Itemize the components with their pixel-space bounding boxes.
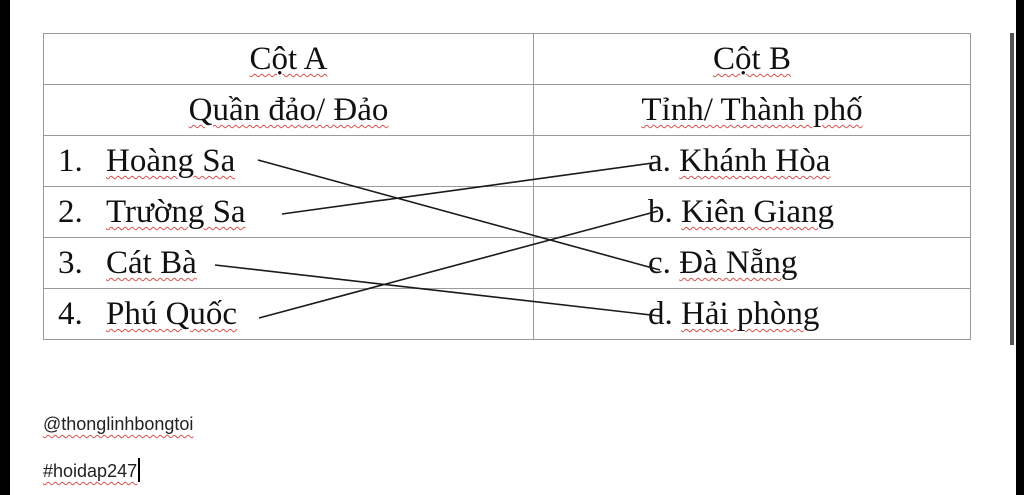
province-name: Đà Nẵng — [679, 245, 798, 281]
table-row: 4. Phú Quốc d. Hải phòng — [43, 288, 971, 340]
item-letter: a. — [648, 143, 671, 179]
item-number: 3. — [58, 245, 83, 281]
province-cell: c. Đà Nẵng — [533, 237, 971, 289]
hashtag-line[interactable]: #hoidap247 — [43, 458, 140, 482]
subheader-row: Quần đảo/ Đảo Tỉnh/ Thành phố — [43, 84, 971, 136]
subheader-col-b: Tỉnh/ Thành phố — [533, 84, 971, 136]
item-letter: c. — [648, 245, 671, 281]
province-cell: a. Khánh Hòa — [533, 135, 971, 187]
header-col-a: Cột A — [43, 33, 534, 85]
header-row: Cột A Cột B — [43, 33, 971, 85]
text-caret — [138, 458, 140, 482]
table-right-border — [1010, 33, 1014, 345]
island-cell: 4. Phú Quốc — [43, 288, 534, 340]
province-cell: d. Hải phòng — [533, 288, 971, 340]
table-row: 1. Hoàng Sa a. Khánh Hòa — [43, 135, 971, 187]
province-name: Kiên Giang — [681, 194, 835, 230]
item-number: 2. — [58, 194, 83, 230]
province-name: Hải phòng — [681, 296, 820, 332]
island-cell: 2. Trường Sa — [43, 186, 534, 238]
table-row: 2. Trường Sa b. Kiên Giang — [43, 186, 971, 238]
left-edge-bar — [0, 0, 10, 495]
item-letter: b. — [648, 194, 673, 230]
item-letter: d. — [648, 296, 673, 332]
author-handle: @thonglinhbongtoi — [43, 414, 194, 434]
item-number: 1. — [58, 143, 83, 179]
island-name: Cát Bà — [106, 245, 197, 281]
header-col-b: Cột B — [533, 33, 971, 85]
province-name: Khánh Hòa — [679, 143, 831, 179]
island-name: Hoàng Sa — [106, 143, 236, 179]
matching-table: Cột A Cột B Quần đảo/ Đảo Tỉnh/ Thành ph… — [43, 33, 971, 340]
table-row: 3. Cát Bà c. Đà Nẵng — [43, 237, 971, 289]
island-cell: 3. Cát Bà — [43, 237, 534, 289]
right-edge-bar — [1016, 0, 1024, 495]
province-cell: b. Kiên Giang — [533, 186, 971, 238]
island-cell: 1. Hoàng Sa — [43, 135, 534, 187]
island-name: Phú Quốc — [106, 296, 238, 332]
subheader-col-a: Quần đảo/ Đảo — [43, 84, 534, 136]
item-number: 4. — [58, 296, 83, 332]
island-name: Trường Sa — [106, 194, 246, 230]
matching-table-container: Cột A Cột B Quần đảo/ Đảo Tỉnh/ Thành ph… — [43, 33, 1014, 345]
